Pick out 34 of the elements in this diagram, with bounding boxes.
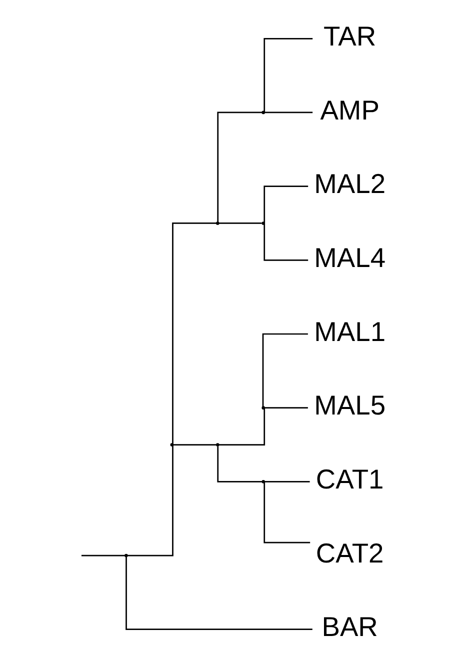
node-text: AMP — [320, 94, 379, 126]
node-text: MAL5 — [314, 390, 386, 421]
connector — [125, 556, 312, 630]
connector — [264, 407, 308, 409]
node-point — [215, 222, 219, 225]
node-point — [261, 110, 265, 114]
connector — [263, 186, 308, 224]
node-text: BAR — [321, 611, 378, 642]
connector — [218, 408, 265, 446]
node-text: CAT2 — [315, 537, 384, 568]
node-point — [170, 443, 174, 446]
connector — [262, 333, 308, 407]
node-point — [261, 406, 265, 410]
connector — [172, 222, 216, 444]
connector — [263, 38, 312, 112]
node-text: TAR — [323, 20, 376, 52]
node-text: MAL4 — [314, 242, 386, 273]
connector — [218, 222, 262, 224]
node-point — [215, 443, 219, 446]
connector — [126, 445, 173, 556]
node-point — [261, 480, 265, 484]
connector — [263, 223, 308, 261]
node-point — [124, 554, 128, 558]
node-text: MAL2 — [314, 168, 386, 200]
connector — [216, 446, 262, 482]
node-text: MAL1 — [314, 316, 386, 347]
connector — [263, 482, 310, 544]
node-point — [261, 222, 265, 225]
node-text: CAT1 — [315, 464, 384, 495]
connector — [80, 554, 125, 556]
connector — [172, 444, 216, 446]
connector — [216, 112, 262, 222]
connector — [264, 112, 312, 114]
connector — [264, 481, 310, 482]
